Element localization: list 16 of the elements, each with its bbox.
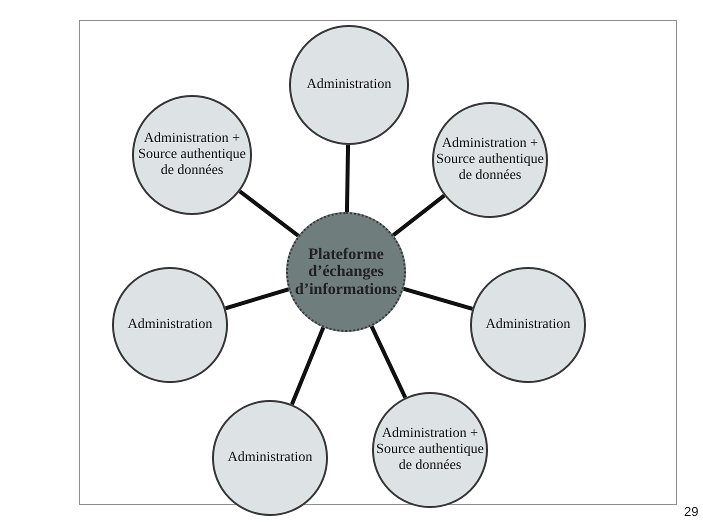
connector-line xyxy=(392,194,446,237)
connector-line xyxy=(344,144,350,212)
node-label: Administration xyxy=(126,316,214,334)
page-number: 29 xyxy=(684,505,698,518)
node-label: Administration + Source authentique de données xyxy=(436,136,544,184)
node-label: Plateforme d’échanges d’informations xyxy=(294,246,398,298)
connector-line xyxy=(403,286,473,311)
node-label: Administration + Source authentique de données xyxy=(376,426,484,474)
node-label: Administration + Source authentique de données xyxy=(138,130,246,180)
node-label: Administration xyxy=(306,76,392,94)
connector-line xyxy=(238,190,300,238)
node-label: Administration xyxy=(484,316,572,334)
connector-line xyxy=(370,325,408,398)
node-label: Administration xyxy=(226,450,314,466)
connector-line xyxy=(290,326,326,406)
connector-line xyxy=(224,287,290,310)
